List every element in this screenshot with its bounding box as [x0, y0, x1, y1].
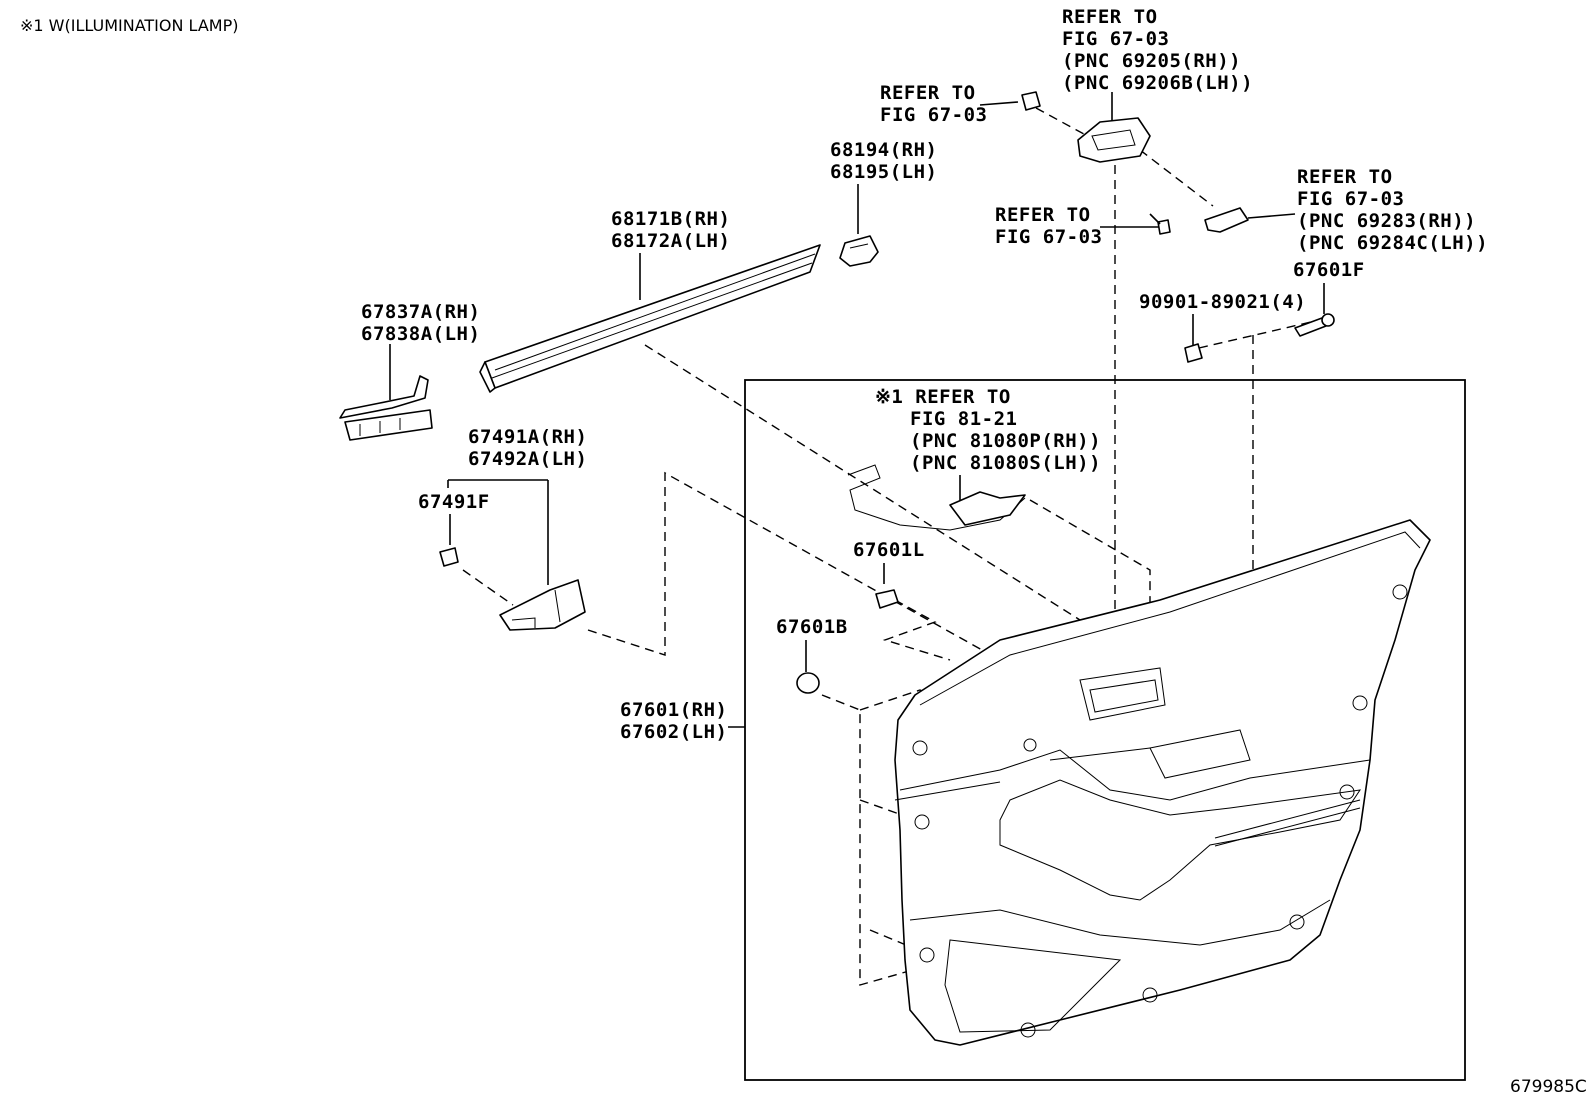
label-refer-right: REFER TO FIG 67-03 (PNC 69283(RH)) (PNC …	[1297, 166, 1488, 254]
door-trim-frame	[744, 379, 1466, 1081]
label-line: 68171B(RH)	[611, 208, 730, 230]
label-line: 67837A(RH)	[361, 301, 480, 323]
part-screw	[1149, 213, 1171, 235]
part-90901-nut	[1184, 343, 1203, 363]
header-note: ※1 W(ILLUMINATION LAMP)	[20, 16, 238, 35]
label-refer-lamp: ※1 REFER TO FIG 81-21 (PNC 81080P(RH)) (…	[875, 386, 1101, 474]
label-line: 67601(RH)	[620, 699, 727, 721]
part-69283-cover	[1204, 207, 1249, 233]
part-lamp-wire	[847, 464, 1026, 531]
label-67491: 67491A(RH) 67492A(LH)	[468, 426, 587, 470]
label-line: FIG 67-03	[995, 226, 1102, 248]
label-line: REFER TO	[995, 204, 1091, 226]
part-67491f-clip	[439, 547, 459, 567]
label-67601: 67601(RH) 67602(LH)	[620, 699, 727, 743]
label-67601b: 67601B	[776, 616, 848, 638]
label-line: FIG 67-03	[880, 104, 987, 126]
label-line: 68195(LH)	[830, 161, 937, 183]
label-67601f: 67601F	[1293, 259, 1365, 281]
label-line: FIG 67-03	[1062, 28, 1169, 50]
label-line: 67838A(LH)	[361, 323, 480, 345]
label-67491f: 67491F	[418, 491, 490, 513]
label-line: (PNC 69206B(LH))	[1062, 72, 1253, 94]
label-line: FIG 81-21	[910, 408, 1017, 430]
leader-lines	[389, 92, 1325, 728]
label-line: 67602(LH)	[620, 721, 727, 743]
part-68171b-weatherstrip	[479, 244, 821, 393]
label-68171: 68171B(RH) 68172A(LH)	[611, 208, 730, 252]
label-67837: 67837A(RH) 67838A(LH)	[361, 301, 480, 345]
label-90901: 90901-89021(4)	[1139, 291, 1306, 313]
label-line: (PNC 81080S(LH))	[910, 452, 1101, 474]
figure-code: 679985C	[1510, 1077, 1587, 1097]
label-68194: 68194(RH) 68195(LH)	[830, 139, 937, 183]
label-line: (PNC 69284C(LH))	[1297, 232, 1488, 254]
label-line: (PNC 69283(RH))	[1297, 210, 1476, 232]
part-69205-handle	[1077, 117, 1151, 163]
label-line: ※1 REFER TO	[875, 386, 1011, 408]
label-line: 67491A(RH)	[468, 426, 587, 448]
part-67601b-plug	[796, 672, 820, 694]
part-grommet-clip	[1021, 91, 1041, 111]
part-67491a-switch-base	[499, 579, 586, 631]
label-line: (PNC 81080P(RH))	[910, 430, 1101, 452]
label-line: 67492A(LH)	[468, 448, 587, 470]
part-67601f-screw	[1294, 313, 1335, 337]
part-67601l-clip	[875, 589, 899, 609]
label-line: REFER TO	[1297, 166, 1393, 188]
label-line: REFER TO	[1062, 6, 1158, 28]
label-line: (PNC 69205(RH))	[1062, 50, 1241, 72]
label-line: REFER TO	[880, 82, 976, 104]
label-refer-top: REFER TO FIG 67-03 (PNC 69205(RH)) (PNC …	[1062, 6, 1253, 94]
part-68194-clip	[839, 235, 879, 267]
label-67601l: 67601L	[853, 539, 925, 561]
label-line: 68172A(LH)	[611, 230, 730, 252]
label-line: FIG 67-03	[1297, 188, 1404, 210]
label-refer-screw: REFER TO FIG 67-03	[995, 204, 1102, 248]
label-refer-clip: REFER TO FIG 67-03	[880, 82, 987, 126]
part-67601-door-trim-panel	[894, 519, 1431, 1046]
part-67837a-clip	[339, 375, 433, 441]
label-line: 68194(RH)	[830, 139, 937, 161]
